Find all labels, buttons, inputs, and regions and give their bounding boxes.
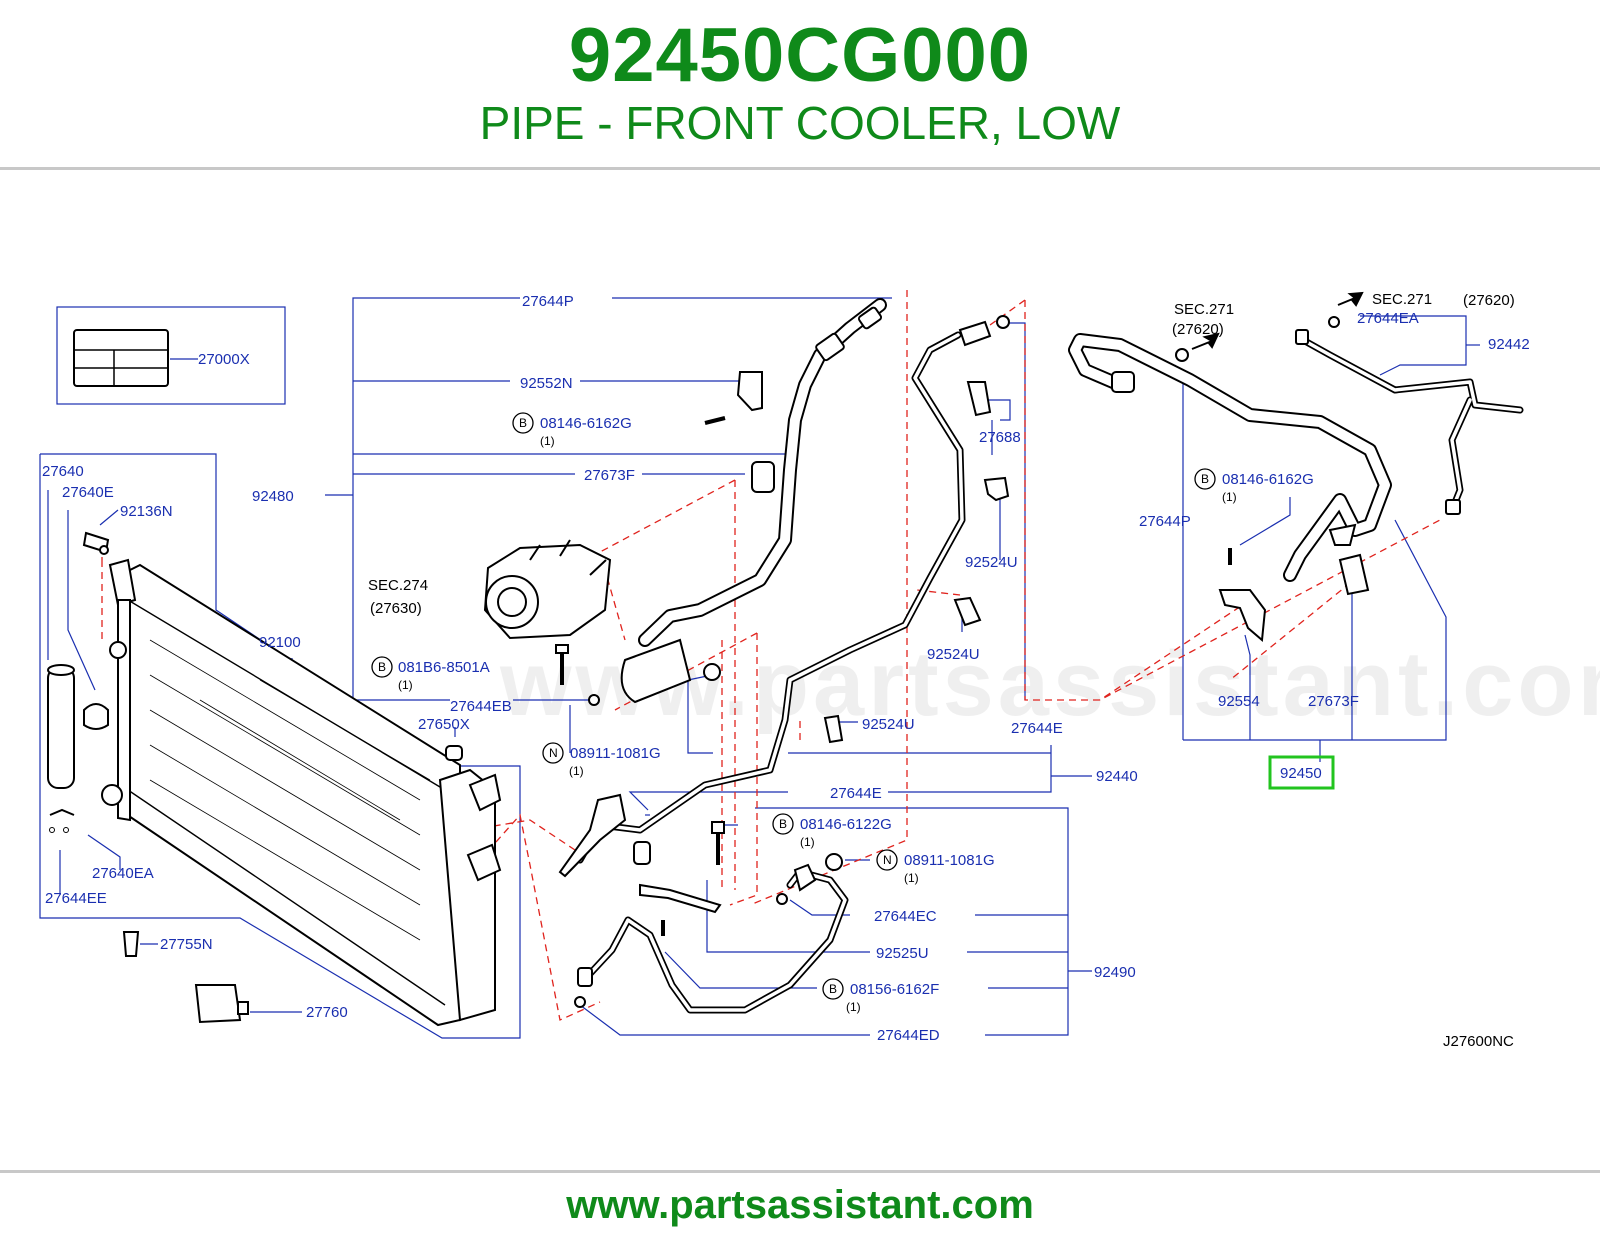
svg-text:B: B [829,982,837,996]
callout-92450-highlighted: 92450 [1280,765,1322,782]
callout-081B6-8501A: 081B6-8501A [398,659,490,676]
callout-27755N: 27755N [160,936,213,953]
callout-92552N: 92552N [520,375,573,392]
callout-92524U: 92524U [965,554,1018,571]
section-ref-271-code: (27620) [1463,292,1515,309]
callout-92136N: 92136N [120,503,173,520]
footer-divider [0,1170,1600,1173]
callout-08146-6162G: 08146-6162G [540,415,632,432]
part-number-title: 92450CG000 [568,13,1032,98]
callout-27644P: 27644P [1139,513,1191,530]
compressor-drawing [483,539,612,640]
section-ref-271: SEC.271 [1372,291,1432,308]
header-divider [0,167,1600,170]
callout-92442: 92442 [1488,336,1530,353]
callout-27644ED: 27644ED [877,1027,940,1044]
callout-08156-6162F: 08156-6162F [850,981,939,998]
qty-mark: (1) [1222,490,1237,504]
callout-27644EB: 27644EB [450,698,512,715]
pipe-92442 [1295,329,1524,515]
qty-mark: (1) [800,835,815,849]
callout-27640EA: 27640EA [92,865,154,882]
callout-92440: 92440 [1096,768,1138,785]
hose-92480 [620,298,887,704]
part-description-subtitle: PIPE - FRONT COOLER, LOW [479,97,1121,149]
pipe-92440 [576,320,992,864]
callout-08911-1081G: 08911-1081G [904,852,995,869]
callout-92490: 92490 [1094,964,1136,981]
callout-27760: 27760 [306,1004,348,1021]
callout-92554: 92554 [1218,693,1260,710]
callout-27644EC: 27644EC [874,908,937,925]
callout-27640E: 27640E [62,484,114,501]
callout-27673F: 27673F [584,467,635,484]
qty-mark: (1) [904,871,919,885]
callout-92525U: 92525U [876,945,929,962]
badge-b: B [512,412,534,434]
callout-27644P: 27644P [522,293,574,310]
condenser-drawing [101,558,502,1027]
label-plate-icon [73,329,169,387]
svg-text:B: B [1201,472,1209,486]
hose-92490 [577,863,849,1014]
callout-92100: 92100 [259,634,301,651]
callout-27644E: 27644E [1011,720,1063,737]
badge-b: B [1194,468,1216,490]
highlight-box-92450 [1268,755,1335,790]
part-drawings [47,291,1524,1027]
badge-b: B [772,813,794,835]
badge-b: B [822,978,844,1000]
figure-code: J27600NC [1443,1033,1514,1050]
qty-mark: (1) [846,1000,861,1014]
callout-labels: 27644P 92552N 08146-6162G 27673F 92480 2… [42,291,1530,1050]
svg-text:B: B [519,416,527,430]
svg-text:B: B [779,817,787,831]
pipe-92450 [1068,333,1392,582]
section-ref-271-code: (27620) [1172,321,1224,338]
callout-92524U: 92524U [862,716,915,733]
footer-url[interactable]: www.partsassistant.com [566,1183,1034,1227]
receiver-dryer-icon [47,667,75,789]
callout-92480: 92480 [252,488,294,505]
callout-27640: 27640 [42,463,84,480]
callout-08146-6162G: 08146-6162G [1222,471,1314,488]
callout-27644EE: 27644EE [45,890,107,907]
qty-mark: (1) [569,764,584,778]
section-ref-274-code: (27630) [370,600,422,617]
callout-08146-6122G: 08146-6122G [800,816,892,833]
connector-icon [194,984,242,1024]
svg-text:N: N [549,746,558,760]
badge-n: N [876,849,898,871]
callout-27673F: 27673F [1308,693,1359,710]
badge-b: B [371,656,393,678]
qty-mark: (1) [540,434,555,448]
section-ref-274: SEC.274 [368,577,428,594]
callout-92524U: 92524U [927,646,980,663]
callout-27644E: 27644E [830,785,882,802]
callout-27644EA: 27644EA [1357,310,1419,327]
svg-text:B: B [378,660,386,674]
svg-text:N: N [883,853,892,867]
section-ref-271: SEC.271 [1174,301,1234,318]
qty-mark: (1) [398,678,413,692]
callout-08911-1081G: 08911-1081G [570,745,661,762]
badge-n: N [542,742,564,764]
callout-27650X: 27650X [418,716,470,733]
callout-27000X: 27000X [198,351,250,368]
callout-27688: 27688 [979,429,1021,446]
